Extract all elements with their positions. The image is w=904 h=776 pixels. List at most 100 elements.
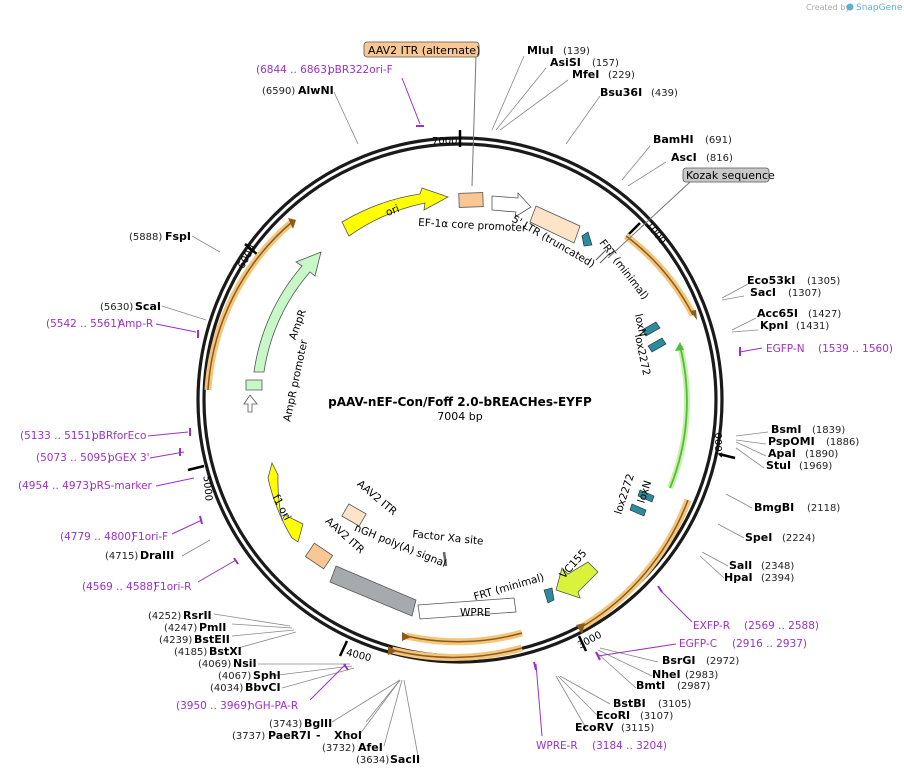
feature-hgh-polya[interactable]	[329, 565, 417, 617]
feature-ori-label: ori	[384, 203, 401, 219]
site-stui[interactable]: StuI(1969)	[766, 459, 832, 472]
site-bstxi[interactable]: (4185)BstXI	[174, 645, 242, 658]
site-kpni[interactable]: KpnI(1431)	[760, 319, 829, 332]
primer-amp-r[interactable]: (5542 .. 5561)Amp-R	[46, 318, 153, 330]
site-bstbi[interactable]: BstBI(3105)	[613, 697, 691, 710]
feature-f1-ori[interactable]	[267, 461, 304, 543]
primer-f1ori-f[interactable]: (4779 .. 4800)F1ori-F	[60, 531, 168, 543]
svg-text:BstBI: BstBI	[613, 697, 646, 710]
feature-ampr[interactable]	[253, 251, 322, 373]
svg-text:BstEII: BstEII	[194, 633, 230, 646]
site-ecorv[interactable]: EcoRV(3115)	[575, 721, 654, 734]
svg-text:pRS-marker: pRS-marker	[90, 480, 153, 492]
feature-frt-top[interactable]	[581, 231, 593, 247]
primer-wpre-r[interactable]: WPRE-R(3184 .. 3204)	[536, 740, 667, 752]
site-draiii[interactable]: (4715)DraIII	[105, 549, 174, 562]
site-pspomi[interactable]: PspOMI(1886)	[768, 435, 859, 448]
site-sali[interactable]: SalI(2348)	[729, 559, 794, 572]
site-sacii[interactable]: (3634)SacII	[356, 753, 420, 766]
site-eco53ki[interactable]: Eco53kI(1305)	[747, 274, 840, 287]
svg-text:MluI: MluI	[527, 44, 554, 57]
site-paer7i[interactable]: (3737)PaeR7I-	[232, 729, 321, 742]
kozak-callout-line	[607, 181, 691, 259]
feature-aav2-itr-outer[interactable]	[304, 542, 334, 570]
site-bsteii[interactable]: (4239)BstEII	[159, 633, 230, 646]
svg-text:(2118): (2118)	[807, 503, 840, 514]
site-apai[interactable]: ApaI(1890)	[768, 447, 838, 460]
feature-frt-bot[interactable]	[543, 587, 555, 604]
primer-egfp-c[interactable]: EGFP-C(2916 .. 2937)	[679, 638, 807, 650]
feature-lox2272-top[interactable]	[647, 337, 667, 353]
feature-aav2-itr-alt[interactable]	[458, 192, 484, 208]
feature-factor-xa-mark[interactable]	[442, 551, 448, 567]
feature-wpre[interactable]	[417, 597, 517, 620]
site-labels: MluI(139) AsiSI(157) MfeI(229) Bsu36I(43…	[100, 44, 859, 766]
site-bmti[interactable]: BmtI(2987)	[636, 679, 710, 692]
site-asisi[interactable]: AsiSI(157)	[550, 56, 619, 69]
feature-loxn-top-label: loxN	[632, 313, 649, 338]
kozak-callout[interactable]	[682, 167, 770, 183]
aav2-itr-alt-callout[interactable]	[363, 41, 480, 58]
site-bsrgi[interactable]: BsrGI(2972)	[662, 654, 739, 667]
site-fspi[interactable]: (5888)FspI	[129, 230, 191, 243]
site-bbvci[interactable]: (4034)BbvCI	[210, 681, 281, 694]
aav2-itr-alt-callout-line	[471, 55, 477, 187]
site-acc65i[interactable]: Acc65I(1427)	[757, 307, 841, 320]
primer-pbrforeco[interactable]: (5133 .. 5151)pBRforEco	[20, 430, 146, 442]
primer-prs-marker[interactable]: (4954 .. 4973)pRS-marker	[18, 480, 153, 492]
site-saci[interactable]: SacI(1307)	[750, 286, 821, 299]
svg-text:(6590): (6590)	[262, 86, 295, 97]
primer-pbr322ori-f[interactable]: (6844 .. 6863)pBR322ori-F	[256, 64, 393, 76]
primer-hgh-pa-r[interactable]: (3950 .. 3969)hGH-PA-R	[176, 700, 298, 712]
feature-5-ltr[interactable]	[529, 205, 581, 244]
site-afei[interactable]: (3732)AfeI	[322, 741, 383, 754]
site-scai[interactable]: (5630)ScaI	[100, 300, 161, 313]
site-hpai[interactable]: HpaI(2394)	[724, 571, 794, 584]
site-ecori[interactable]: EcoRI(3107)	[596, 709, 673, 722]
svg-text:(4239): (4239)	[159, 635, 192, 646]
feature-ampr-tail	[245, 379, 263, 391]
feature-loxn-bot[interactable]	[629, 503, 647, 517]
site-xhoi[interactable]: XhoI	[334, 729, 362, 742]
site-bmgbi[interactable]: BmgBI(2118)	[754, 501, 840, 514]
site-bamhi[interactable]: BamHI(691)	[653, 133, 732, 146]
svg-text:(5133 .. 5151): (5133 .. 5151)	[20, 430, 95, 442]
svg-text:(5630): (5630)	[100, 302, 133, 313]
site-bsmi[interactable]: BsmI(1839)	[771, 423, 845, 436]
feature-loxn-top[interactable]	[641, 321, 661, 337]
svg-text:(1839): (1839)	[812, 425, 845, 436]
svg-text:(1539 .. 1560): (1539 .. 1560)	[818, 343, 893, 355]
site-bglii[interactable]: (3743)BglII	[269, 717, 332, 730]
site-asci[interactable]: AscI(816)	[671, 151, 733, 164]
svg-text:(3184 .. 3204): (3184 .. 3204)	[592, 740, 667, 752]
svg-text:PaeR7I: PaeR7I	[268, 729, 311, 742]
site-nsii[interactable]: (4069)NsiI	[198, 657, 257, 670]
primer-pgex-3[interactable]: (5073 .. 5095)pGEX 3'	[36, 452, 150, 464]
site-pmli[interactable]: (4247)PmlI	[164, 621, 226, 634]
site-alwni[interactable]: (6590)AlwNI	[262, 84, 334, 97]
svg-text:(3115): (3115)	[621, 723, 654, 734]
site-spei[interactable]: SpeI(2224)	[745, 531, 815, 544]
site-nhei[interactable]: NheI(2983)	[652, 668, 718, 681]
feature-ef1a-core-promoter[interactable]	[491, 191, 532, 218]
svg-text:StuI: StuI	[766, 459, 791, 472]
feature-ori[interactable]	[341, 187, 449, 237]
svg-text:EGFP-N: EGFP-N	[766, 343, 805, 355]
svg-text:(2569 .. 2588): (2569 .. 2588)	[744, 620, 819, 632]
primer-f1ori-r[interactable]: (4569 .. 4588)F1ori-R	[82, 581, 191, 593]
site-bsu36i[interactable]: Bsu36I(439)	[600, 86, 678, 99]
svg-text:pBRforEco: pBRforEco	[92, 430, 146, 442]
primer-egfp-n[interactable]: EGFP-N (1539 .. 1560)	[766, 343, 893, 355]
feature-vc155[interactable]	[555, 561, 599, 599]
site-rsrii[interactable]: (4252)RsrII	[148, 609, 212, 622]
feature-ampr-promoter-arrow[interactable]	[243, 394, 258, 413]
site-mlui[interactable]: MluI(139)	[527, 44, 590, 57]
svg-text:(4185): (4185)	[174, 647, 207, 658]
svg-text:AsiSI: AsiSI	[550, 56, 581, 69]
site-sphi[interactable]: (4067)SphI	[218, 669, 281, 682]
feature-lox2272-bot[interactable]	[637, 489, 655, 503]
site-mfei[interactable]: MfeI(229)	[572, 68, 635, 81]
feature-aav2-itr-inner[interactable]	[341, 503, 367, 527]
primer-exfp-r[interactable]: EXFP-R(2569 .. 2588)	[693, 620, 819, 632]
plasmid-size: 7004 bp	[437, 410, 482, 423]
